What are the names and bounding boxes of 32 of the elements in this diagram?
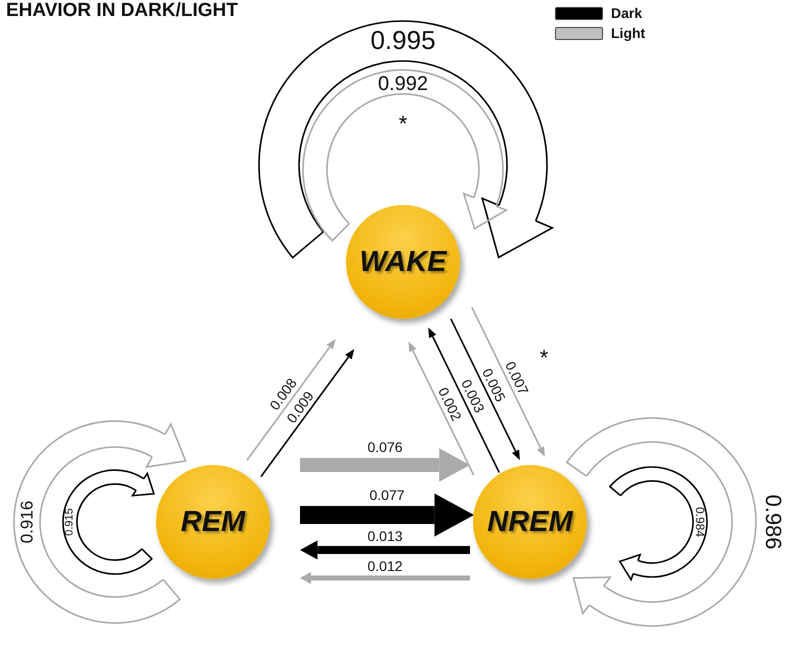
arrow <box>471 307 545 457</box>
significance-mark: * <box>540 347 548 369</box>
arrow <box>300 540 470 560</box>
arrow <box>428 328 500 473</box>
state-label: WAKE <box>360 246 446 278</box>
edge-label: 0.012 <box>367 559 403 573</box>
edge-label: 0.916 <box>18 500 36 544</box>
significance-mark: * <box>398 113 408 135</box>
arrow <box>260 349 354 478</box>
edge-label: 0.003 <box>458 376 487 414</box>
edge-label: 0.077 <box>369 488 405 502</box>
state-label: REM <box>180 506 246 538</box>
edge-label: 0.915 <box>64 508 76 536</box>
edge-label: 0.013 <box>367 529 403 543</box>
edge-label: 0.984 <box>694 506 706 538</box>
edge-label: 0.995 <box>370 27 436 53</box>
arrow <box>300 448 470 482</box>
edge-label: 0.992 <box>378 74 428 94</box>
legend-label: Light <box>611 25 646 41</box>
edge-label: 0.986 <box>762 494 784 550</box>
state-label: NREM <box>487 506 573 538</box>
state-circle <box>156 465 270 579</box>
title: EHAVIOR IN DARK/LIGHT <box>6 0 238 22</box>
state-circle <box>473 465 587 579</box>
arrow <box>408 342 474 476</box>
legend-label: Dark <box>611 5 642 21</box>
arrow <box>246 339 336 461</box>
state-circle <box>346 205 460 319</box>
arrow <box>300 493 474 537</box>
edge-label: 0.076 <box>367 440 403 454</box>
arrow <box>450 318 520 460</box>
arrow <box>300 572 470 584</box>
